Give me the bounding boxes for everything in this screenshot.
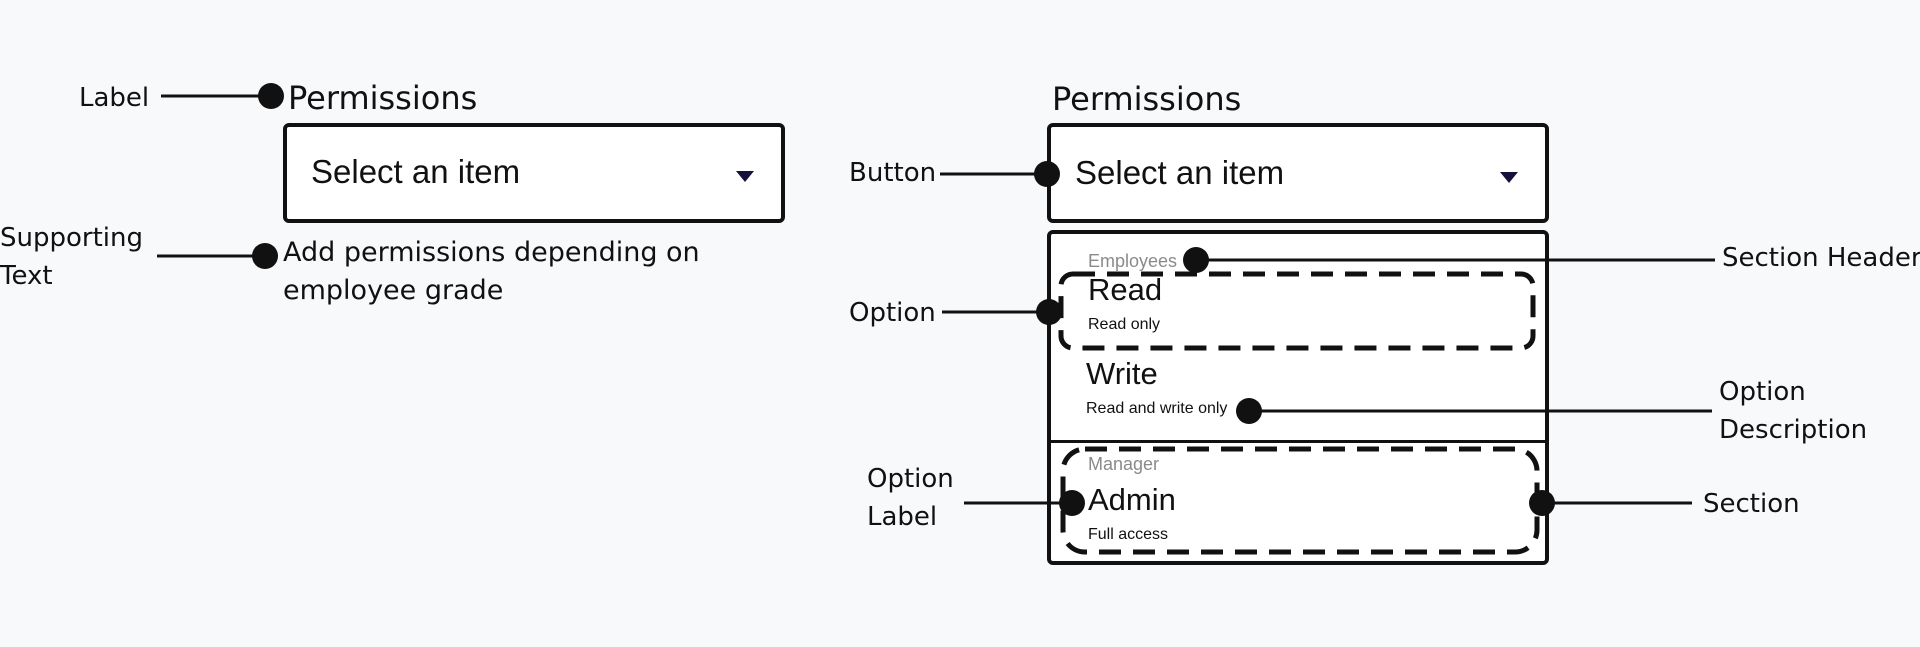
annotation-option: Option — [849, 298, 936, 328]
option-label-admin: Admin — [1088, 482, 1176, 517]
annotation-label: Label — [79, 83, 150, 113]
chevron-down-icon — [736, 171, 754, 182]
annotation-supporting-text: Supporting Text — [0, 219, 143, 295]
annotation-option-description-line1: Option — [1719, 377, 1806, 407]
annotation-option-label-line1: Option — [867, 464, 954, 494]
section-header-manager: Manager — [1088, 454, 1160, 474]
section-header-employees: Employees — [1088, 251, 1178, 271]
annotation-section: Section — [1703, 489, 1800, 519]
left-select-button[interactable]: Select an item — [283, 123, 785, 223]
option-description-write: Read and write only — [1086, 400, 1228, 417]
supporting-text-line2: employee grade — [283, 275, 504, 306]
option-label-read: Read — [1088, 272, 1163, 307]
supporting-text-line1: Add permissions depending on — [283, 237, 700, 268]
annotation-option-label: Option Label — [867, 460, 954, 536]
option-write[interactable]: Write Read and write only — [1067, 356, 1547, 426]
option-read[interactable]: Read Read only — [1067, 272, 1547, 348]
option-admin[interactable]: Admin Full access — [1067, 482, 1547, 558]
right-select-button-text: Select an item — [1075, 154, 1285, 191]
section-highlight-outline — [1060, 446, 1540, 555]
left-select-button-text: Select an item — [311, 153, 521, 190]
dot-supporting-text — [252, 243, 278, 269]
annotation-supporting-text-line1: Supporting — [0, 223, 143, 253]
annotation-button: Button — [849, 158, 937, 188]
left-dropdown-title: Permissions — [288, 79, 478, 117]
dot-label — [258, 83, 284, 109]
dot-option-description — [1236, 398, 1262, 424]
option-description-read: Read only — [1088, 316, 1161, 333]
option-highlight-outline — [1058, 271, 1536, 351]
right-select-button[interactable]: Select an item — [1047, 123, 1549, 223]
dot-option-label — [1059, 490, 1085, 516]
dot-section — [1529, 490, 1555, 516]
chevron-down-icon — [1500, 172, 1518, 183]
dot-button — [1034, 161, 1060, 187]
annotation-option-label-line2: Label — [867, 502, 938, 532]
annotation-supporting-text-line2: Text — [0, 261, 53, 291]
dot-section-header — [1183, 247, 1209, 273]
dropdown-menu: Employees Read Read only Write Read and … — [1047, 230, 1549, 565]
dot-option — [1036, 299, 1062, 325]
annotation-section-header: Section Header — [1722, 243, 1920, 273]
right-dropdown-title: Permissions — [1052, 80, 1242, 118]
annotation-option-description: Option Description — [1719, 373, 1867, 449]
option-description-admin: Full access — [1088, 526, 1169, 543]
left-supporting-text: Add permissions depending on employee gr… — [283, 234, 700, 310]
annotation-option-description-line2: Description — [1719, 415, 1868, 445]
option-label-write: Write — [1086, 356, 1158, 391]
section-divider — [1051, 440, 1545, 443]
